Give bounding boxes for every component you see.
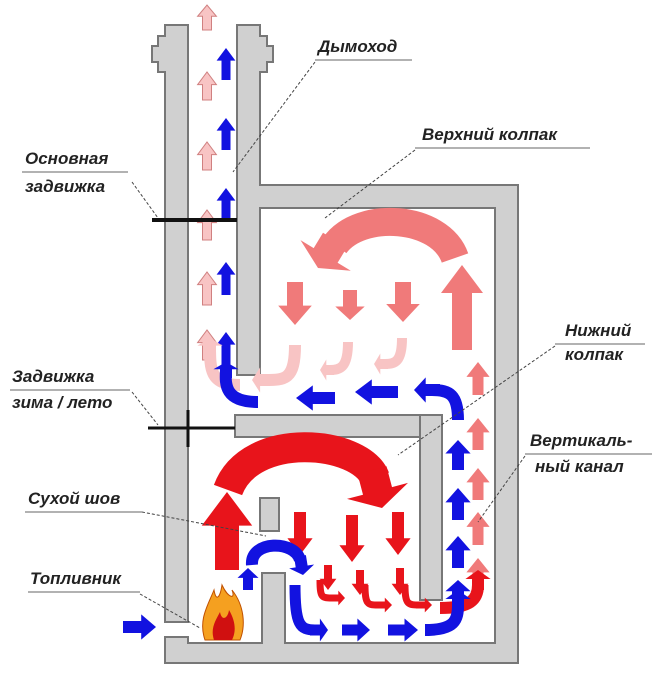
chimney-left-wall: [151, 24, 189, 623]
summer-flow-arrow: [445, 488, 471, 520]
summer-flow-arrow: [216, 118, 236, 150]
cool-gas-turn-arrow: [264, 344, 301, 386]
upper-cap-arc-arrow-head: [300, 232, 351, 271]
warm-gas-up-arrow: [466, 512, 490, 545]
lower-cap-arc-arrow-head: [347, 466, 408, 508]
inner-vertical-wall: [419, 414, 443, 601]
lower-cap-arc-arrow: [213, 432, 389, 497]
label-text: Вертикаль-: [530, 431, 633, 450]
middle-shelf: [234, 414, 443, 438]
chimney-right-wall: [164, 24, 519, 664]
cool-gas-arrow: [196, 4, 218, 31]
warm-gas-down-arrow: [386, 282, 420, 322]
label-text: Дымоход: [316, 37, 397, 56]
warm-gas-up-arrow: [466, 418, 490, 450]
label-text: колпак: [565, 345, 624, 364]
summer-flow-arrow: [216, 188, 236, 222]
summer-flow-turn-arrow-head: [414, 377, 440, 403]
hot-gas-turn-arrow: [316, 579, 333, 602]
summer-flow-arrow: [355, 379, 398, 405]
cool-gas-turn-arrow-head: [320, 359, 334, 381]
hot-gas-turn-arrow-head: [416, 597, 432, 613]
cool-gas-turn-arrow-head: [197, 338, 223, 355]
hot-gas-up-arrow: [201, 492, 253, 570]
hot-gas-down-arrow: [319, 565, 337, 590]
summer-flow-arrow: [445, 536, 471, 568]
stove-walls: [151, 24, 519, 664]
summer-flow-turn-arrow-head: [289, 555, 315, 575]
hot-gas-turn-arrow-head: [465, 570, 491, 590]
dry-seam-block: [259, 497, 280, 532]
label-chimney: Дымоход: [232, 37, 412, 173]
hot-gas-turn-arrow-head: [330, 590, 345, 606]
label-main-damper: Основная задвижка: [22, 149, 159, 219]
label-text: Задвижка: [12, 367, 94, 386]
warm-gas-up-arrow: [441, 265, 483, 350]
label-upper-cap: Верхний колпак: [324, 125, 590, 219]
label-text: Сухой шов: [28, 489, 120, 508]
warm-gas-down-arrow: [278, 282, 312, 325]
cool-gas-arrow: [196, 141, 218, 171]
summer-flow-turn-arrow-head: [445, 590, 471, 610]
label-text: Нижний: [565, 321, 632, 340]
cool-gas-arrow: [196, 71, 218, 101]
hot-gas-down-arrow: [385, 512, 411, 555]
cool-gas-arrow: [196, 209, 218, 241]
label-season-damper: Задвижка зима / лето: [10, 367, 159, 426]
summer-flow-arrow: [216, 332, 236, 365]
summer-flow-arrow: [445, 440, 471, 470]
warm-gas-down-arrow: [335, 290, 365, 320]
label-text: задвижка: [25, 177, 105, 196]
warm-gas-up-arrow: [466, 468, 490, 500]
label-firebox: Топливник: [28, 569, 201, 629]
fire-icon: [202, 583, 244, 641]
warm-gas-up-arrow: [466, 362, 490, 395]
label-lower-cap: Нижний колпак: [397, 321, 645, 456]
label-text: Основная: [25, 149, 108, 168]
label-text: ный канал: [535, 457, 624, 476]
label-text: Верхний колпак: [422, 125, 558, 144]
summer-flow-arrow: [216, 48, 236, 80]
summer-flow-turn-arrow: [246, 539, 306, 566]
label-dry-seam: Сухой шов: [25, 489, 267, 537]
summer-flow-arrow: [388, 618, 418, 642]
cool-gas-turn-arrow-head: [374, 353, 388, 375]
label-text: Топливник: [30, 569, 122, 588]
air-inlet-arrow: [123, 614, 156, 640]
summer-flow-arrow: [296, 385, 335, 411]
hot-gas-turn-arrow-head: [376, 597, 392, 613]
label-vertical-channel: Вертикаль- ный канал: [477, 431, 652, 523]
cool-gas-arrow: [196, 271, 218, 306]
summer-flow-arrow: [342, 618, 370, 642]
hot-gas-turn-arrow: [361, 584, 379, 609]
season-damper: [148, 410, 235, 447]
summer-flow-turn-arrow-head: [213, 362, 239, 378]
summer-flow-arrow: [216, 262, 236, 295]
cool-gas-turn-arrow-head: [252, 367, 270, 393]
label-text: зима / лето: [12, 393, 112, 412]
upper-cap-arc-arrow: [323, 207, 469, 265]
summer-flow-turn-arrow-head: [310, 618, 328, 642]
summer-flow-arrow: [237, 568, 259, 590]
gas-flows: [123, 4, 491, 642]
summer-flow-turn-arrow: [289, 584, 316, 636]
hot-gas-down-arrow: [339, 515, 365, 562]
